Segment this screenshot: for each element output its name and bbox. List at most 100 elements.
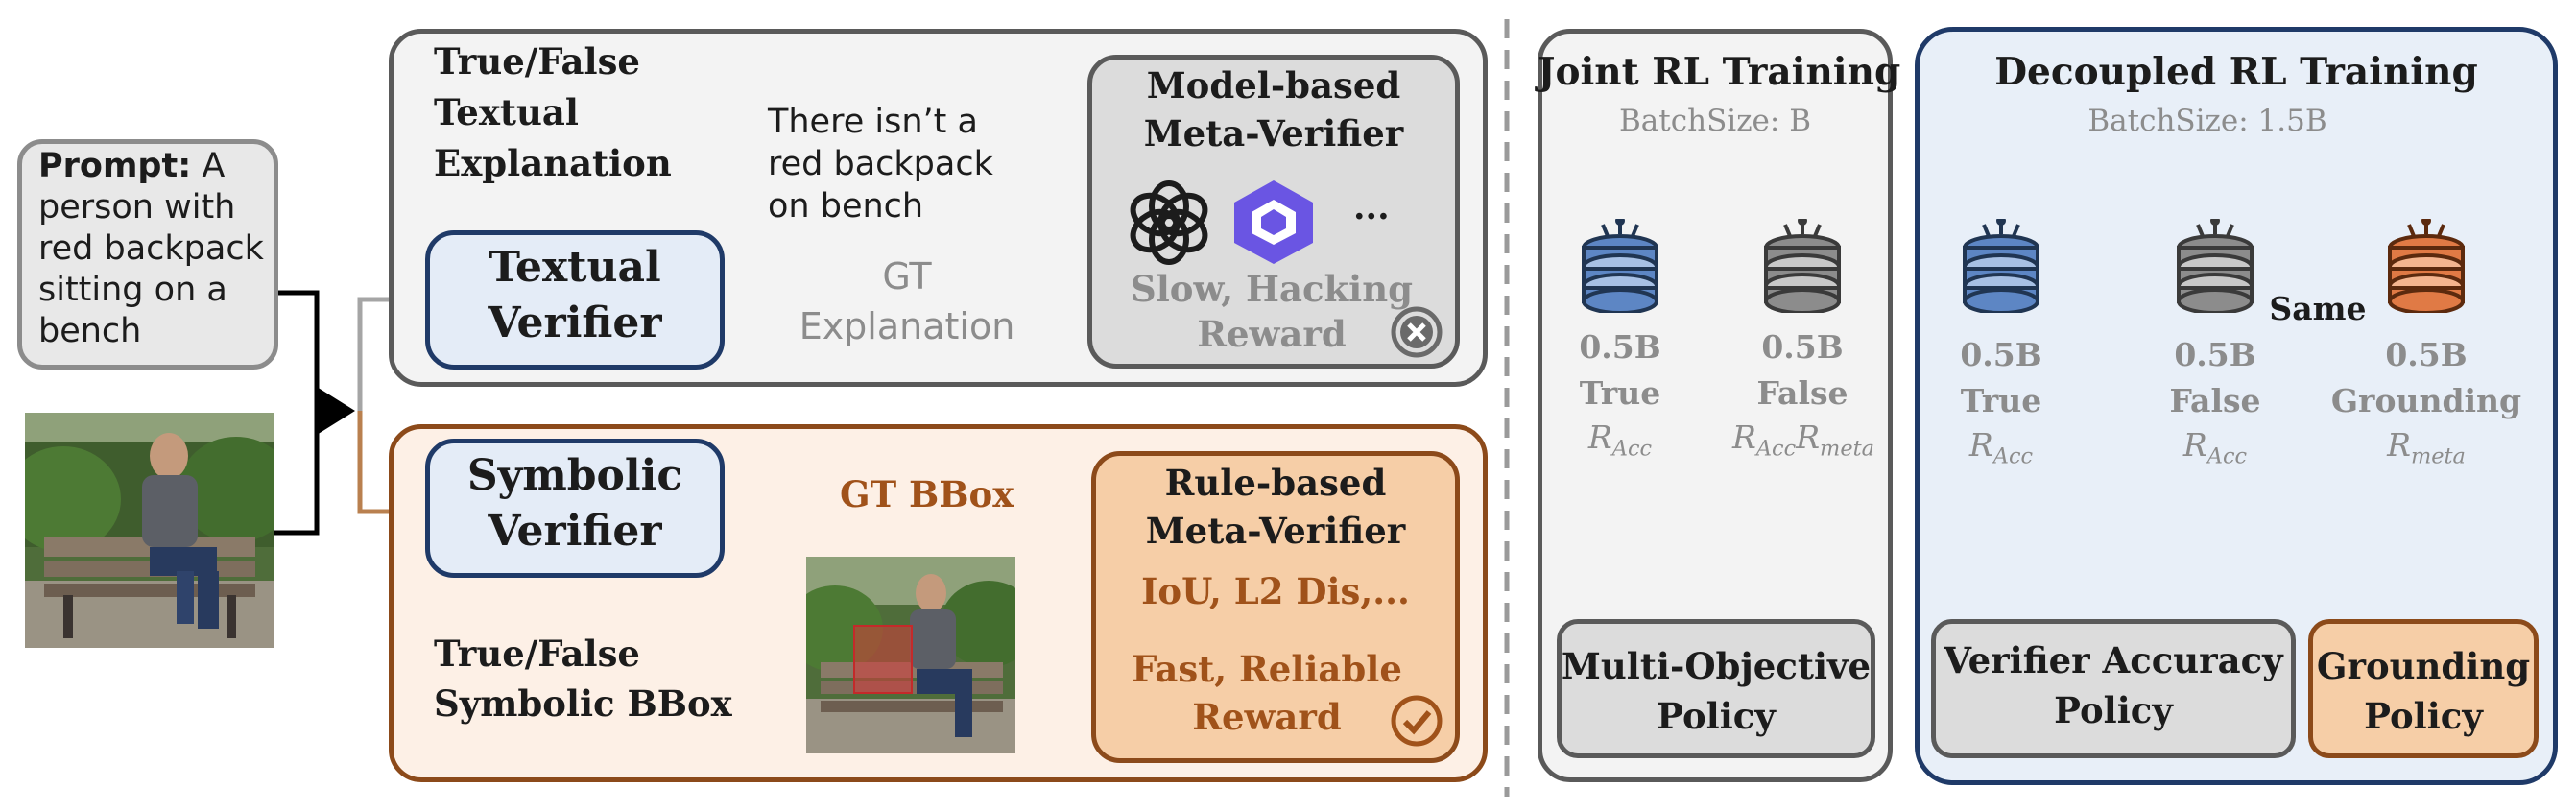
decoupled-batch-size: BatchSize: 1.5B <box>2087 104 2327 138</box>
joint-m2-r2-sub: meta <box>1820 436 1874 462</box>
decoupled-model-1-size: 0.5B <box>1960 336 2042 373</box>
prompt-box <box>17 139 278 370</box>
database-icon-decoupled-grounding <box>2388 219 2465 313</box>
joint-m2-r2-sym: R <box>1796 418 1821 456</box>
textual-verifier-box <box>425 230 725 370</box>
joint-m2-r1-sub: Acc <box>1755 436 1797 462</box>
prompt-line-3: red backpack <box>38 229 264 268</box>
cross-circle-icon <box>1391 306 1443 358</box>
bbox-scene-image <box>806 557 1015 753</box>
dec-policy-2-line-1: Grounding <box>2316 645 2531 687</box>
joint-m1-r-sym: R <box>1587 418 1612 456</box>
decoupled-model-3-reward: Rmeta <box>2340 426 2513 469</box>
database-icon-decoupled-true <box>1963 219 2039 313</box>
decoupled-model-1-label: True <box>1960 382 2042 419</box>
rule-based-meta-verifier-box <box>1091 451 1460 763</box>
gt-explanation-text: GT Explanation <box>777 251 1037 351</box>
symbolic-verifier-line-1: Symbolic <box>466 451 683 500</box>
decoupled-model-2-size: 0.5B <box>2174 336 2256 373</box>
gt-explanation-line-2: Explanation <box>799 305 1015 347</box>
textual-output-line-2: Textual <box>434 91 579 133</box>
joint-model-1-label: True <box>1579 374 1661 412</box>
model-meta-line-2: Meta-Verifier <box>1143 112 1404 155</box>
bbox-photo <box>806 557 1015 753</box>
prompt-line-2: person with <box>38 188 236 227</box>
dec-policy-1-line-2: Policy <box>2054 689 2173 731</box>
joint-model-2-size: 0.5B <box>1761 328 1844 366</box>
symbolic-verifier-line-2: Verifier <box>488 507 662 556</box>
dec-m1-r-sym: R <box>1968 426 1993 464</box>
multi-objective-policy-box <box>1557 619 1875 758</box>
symbolic-verifier-label: Symbolic Verifier <box>425 448 725 560</box>
grounding-policy-box <box>2308 619 2539 758</box>
symbolic-output-line-1: True/False <box>434 633 640 675</box>
joint-m1-r-sub: Acc <box>1611 436 1653 462</box>
slow-reward-line-2: Reward <box>1197 313 1347 355</box>
dec-policy-1-line-1: Verifier Accuracy <box>1944 639 2283 681</box>
decoupled-model-3-size: 0.5B <box>2385 336 2468 373</box>
prompt-label: Prompt: <box>38 147 192 185</box>
model-based-meta-verifier-label: Model-based Meta-Verifier <box>1087 61 1460 157</box>
rule-based-meta-verifier-label: Rule-based Meta-Verifier <box>1091 459 1460 555</box>
database-icon-joint-true <box>1582 219 1658 313</box>
model-explanation-line-2: red backpack <box>768 145 993 183</box>
database-icon-decoupled-false <box>2177 219 2254 313</box>
rule-metrics-label: IoU, L2 Dis,... <box>1141 570 1410 612</box>
openai-logo-icon <box>1130 180 1208 265</box>
textual-output-line-3: Explanation <box>434 142 672 184</box>
bench-scene-image <box>25 413 274 648</box>
verifier-accuracy-policy-box <box>1931 619 2296 758</box>
joint-policy-line-1: Multi-Objective <box>1561 645 1872 687</box>
joint-batch-size: BatchSize: B <box>1619 104 1811 138</box>
fast-reliable-reward-label: Fast, Reliable Reward <box>1104 645 1430 741</box>
same-label: Same <box>2269 290 2367 327</box>
decoupled-model-2-reward: RAcc <box>2148 426 2282 469</box>
prompt-line-4: sitting on a <box>38 271 227 309</box>
fast-reward-line-1: Fast, Reliable <box>1132 648 1402 690</box>
textual-verifier-label: Textual Verifier <box>425 240 725 351</box>
textual-output-line-1: True/False <box>434 40 640 83</box>
symbolic-verifier-box <box>425 439 725 578</box>
fast-reward-line-2: Reward <box>1192 696 1342 738</box>
textual-verifier-line-2: Verifier <box>488 299 662 347</box>
joint-policy-line-2: Policy <box>1657 695 1776 737</box>
gt-bbox-label: GT BBox <box>840 473 1014 515</box>
multi-objective-policy-label: Multi-Objective Policy <box>1557 641 1875 741</box>
check-circle-icon <box>1391 695 1443 747</box>
decoupled-model-2-label: False <box>2169 382 2261 419</box>
dec-m1-r-sub: Acc <box>1992 443 2034 469</box>
joint-m2-r1-sym: R <box>1731 418 1756 456</box>
dec-m2-r-sub: Acc <box>2206 443 2248 469</box>
symbolic-output-label: True/False Symbolic BBox <box>434 629 732 728</box>
prompt-line-1: A <box>202 147 226 185</box>
qwen-logo-icon <box>1234 180 1313 264</box>
slow-hacking-reward-label: Slow, Hacking Reward <box>1118 267 1425 357</box>
rule-meta-line-2: Meta-Verifier <box>1145 510 1406 552</box>
prompt-text: Prompt: A person with red backpack sitti… <box>38 146 264 352</box>
dec-m2-r-sym: R <box>2182 426 2207 464</box>
dec-m3-r-sub: meta <box>2410 443 2466 469</box>
symbolic-output-line-2: Symbolic BBox <box>434 682 732 725</box>
model-explanation-text: There isn’t a red backpack on bench <box>768 101 993 227</box>
decoupled-model-1-reward: RAcc <box>1934 426 2068 469</box>
gt-explanation-line-1: GT <box>882 255 932 298</box>
dec-policy-2-line-2: Policy <box>2364 695 2483 737</box>
database-icon-joint-false <box>1764 219 1841 313</box>
textual-output-label: True/False Textual Explanation <box>434 36 672 189</box>
model-meta-line-1: Model-based <box>1146 64 1401 107</box>
input-photo <box>25 413 274 648</box>
decoupled-training-title: Decoupled RL Training <box>1994 50 2478 94</box>
model-explanation-line-3: on bench <box>768 187 924 226</box>
joint-model-2-rewards: RAccRmeta <box>1721 418 1886 462</box>
dec-m3-r-sym: R <box>2387 426 2411 464</box>
prompt-line-5: bench <box>38 312 142 350</box>
joint-model-1-size: 0.5B <box>1579 328 1661 366</box>
rule-meta-line-1: Rule-based <box>1164 462 1387 504</box>
slow-reward-line-1: Slow, Hacking <box>1131 268 1413 310</box>
more-models-ellipsis: ... <box>1353 187 1390 227</box>
decoupled-model-3-label: Grounding <box>2330 382 2522 419</box>
verifier-accuracy-policy-label: Verifier Accuracy Policy <box>1931 635 2296 735</box>
joint-model-1-reward: RAcc <box>1553 418 1687 462</box>
joint-model-2-label: False <box>1756 374 1849 412</box>
